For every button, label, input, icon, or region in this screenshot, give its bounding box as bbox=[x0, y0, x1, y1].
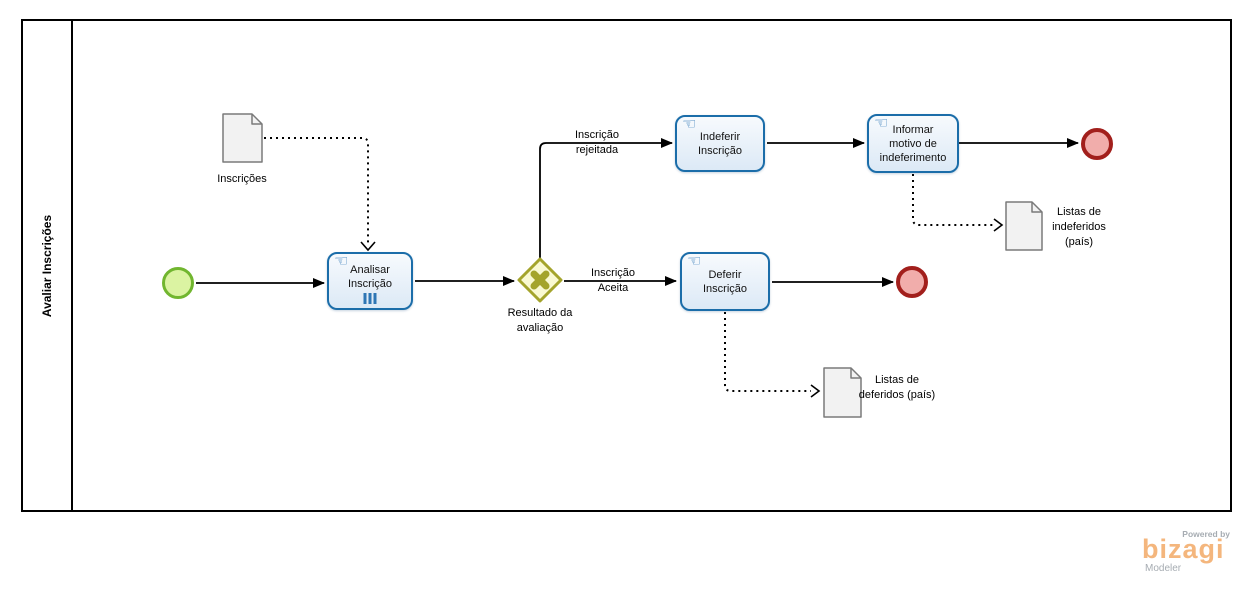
manual-task-icon: ☜ bbox=[874, 115, 889, 132]
multi-instance-icon bbox=[363, 293, 377, 304]
powered-by-label: Powered by bbox=[1182, 529, 1230, 539]
start-event[interactable] bbox=[162, 267, 194, 299]
association-informar-to-listas-indeferidos[interactable] bbox=[912, 174, 1004, 232]
association-deferir-to-listas-deferidos[interactable] bbox=[724, 312, 821, 398]
pool-avaliar-inscricoes[interactable]: Avaliar Inscrições bbox=[21, 19, 1232, 512]
flow-label-inscricao-rejeitada: Inscrição rejeitada bbox=[574, 129, 620, 156]
end-event-deferimento[interactable] bbox=[896, 266, 928, 298]
modeler-label: Modeler bbox=[1145, 563, 1182, 574]
task-label: Analisar Inscrição bbox=[347, 264, 393, 290]
manual-task-icon: ☜ bbox=[687, 253, 702, 270]
document-label-listas-indeferidos: Listas de indeferidos (país) bbox=[1052, 206, 1106, 248]
task-deferir-inscricao[interactable]: ☜ Deferir Inscrição bbox=[680, 252, 770, 311]
gateway-label: Resultado da avaliação bbox=[507, 307, 573, 334]
task-label: Informar motivo de indeferimento bbox=[879, 123, 947, 164]
gateway-x-icon bbox=[530, 270, 550, 290]
end-event-indeferimento[interactable] bbox=[1081, 128, 1113, 160]
manual-task-icon: ☜ bbox=[334, 253, 349, 270]
task-label: Indeferir Inscrição bbox=[697, 130, 743, 157]
task-informar-motivo[interactable]: ☜ Informar motivo de indeferimento bbox=[867, 114, 959, 173]
data-object-inscricoes[interactable] bbox=[222, 113, 263, 163]
flow-label-inscricao-aceita: Inscrição Aceita bbox=[590, 267, 636, 294]
lane-header: Avaliar Inscrições bbox=[23, 21, 73, 510]
association-inscricoes-to-analisar[interactable] bbox=[264, 137, 376, 252]
data-object-listas-deferidos[interactable] bbox=[823, 367, 862, 418]
data-object-listas-indeferidos[interactable] bbox=[1005, 201, 1043, 251]
task-indeferir-inscricao[interactable]: ☜ Indeferir Inscrição bbox=[675, 115, 765, 172]
task-analisar-inscricao[interactable]: ☜ Analisar Inscrição bbox=[327, 252, 413, 310]
sequence-flow-gateway-to-indeferir[interactable] bbox=[539, 138, 673, 258]
document-label-inscricoes: Inscrições bbox=[217, 173, 267, 185]
task-label: Deferir Inscrição bbox=[702, 268, 748, 295]
exclusive-gateway[interactable] bbox=[516, 256, 564, 304]
manual-task-icon: ☜ bbox=[682, 116, 697, 133]
bizagi-logo: bizagi bbox=[1142, 534, 1225, 564]
document-label-listas-deferidos: Listas de deferidos (país) bbox=[858, 374, 936, 401]
